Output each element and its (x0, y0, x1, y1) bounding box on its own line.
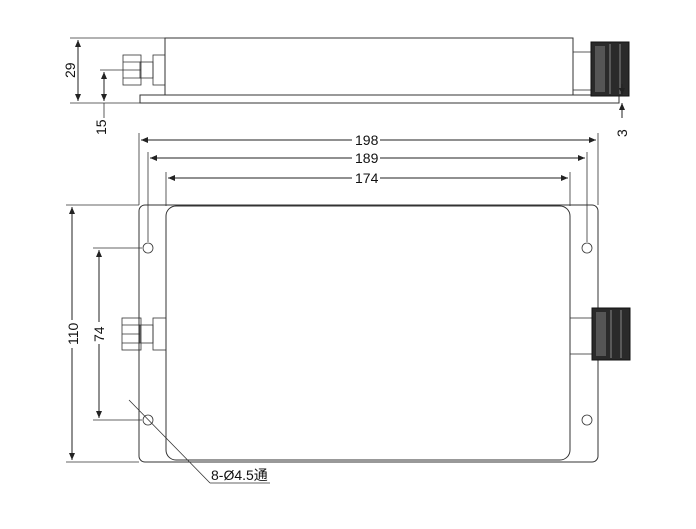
dim-3: 3 (614, 84, 630, 137)
dim-29: 29 (62, 37, 165, 104)
dim-15: 15 (93, 69, 123, 135)
side-view: 29 15 3 (62, 37, 630, 137)
top-view: 198 189 174 110 (64, 132, 631, 484)
top-right-connector (569, 307, 631, 361)
mount-hole-top-left (142, 242, 154, 254)
mount-hole-bottom-left (142, 414, 154, 426)
side-base-plate (139, 94, 620, 104)
dim-198: 198 (138, 132, 599, 205)
dim-174-label: 174 (355, 170, 379, 186)
dim-110-label: 110 (65, 322, 81, 345)
dim-3-label: 3 (614, 129, 630, 137)
mount-hole-bottom-right (581, 414, 593, 426)
dim-15-label: 15 (93, 119, 109, 135)
dim-74: 74 (91, 247, 142, 421)
dim-189-label: 189 (355, 150, 379, 166)
hole-callout-label: 8-Ø4.5通 (211, 467, 268, 483)
side-main-body (164, 37, 574, 96)
dim-189: 189 (147, 150, 588, 242)
dim-174: 174 (165, 170, 571, 206)
dim-29-label: 29 (62, 62, 78, 78)
top-left-connector (121, 317, 167, 351)
dim-198-label: 198 (355, 132, 379, 148)
hole-callout: 8-Ø4.5通 (128, 399, 270, 484)
side-right-connector (572, 41, 630, 97)
mount-hole-top-right (581, 242, 593, 254)
dim-74-label: 74 (91, 326, 107, 342)
side-left-connector (122, 54, 166, 86)
top-cover (165, 205, 571, 461)
dim-110: 110 (64, 204, 139, 463)
